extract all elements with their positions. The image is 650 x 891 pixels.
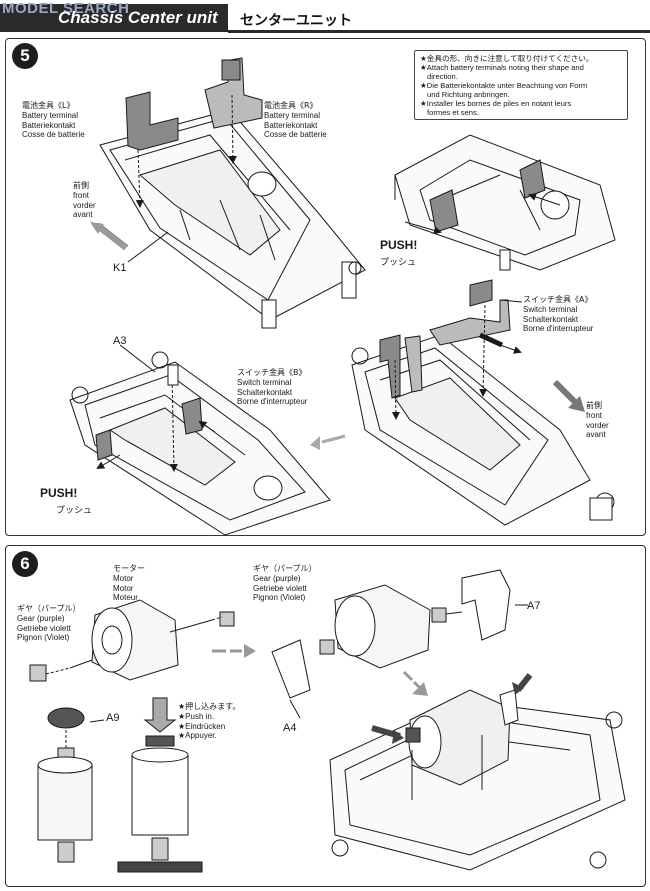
front-direction-label: 前側 front vorder avant — [73, 181, 96, 219]
section-title: Chassis Center unit — [58, 8, 218, 27]
step-5-note: ★金具の形、向きに注意して取り付けてください。 ★Attach battery … — [414, 50, 628, 120]
header-rule — [228, 30, 650, 33]
battery-terminal-r-label: 電池金具《R》 Battery terminal Batteriekontakt… — [264, 101, 327, 139]
push-in-note: ★押し込みます。 ★Push in. ★Eindrücken ★Appuyer. — [178, 702, 241, 740]
motor-drawing-4 — [117, 697, 203, 873]
chassis-drawing-2 — [394, 134, 616, 271]
chassis-drawing-5 — [329, 673, 626, 871]
page-header: MODEL SEARCH Chassis Center unit センターユニッ… — [0, 0, 650, 34]
push-label-top: PUSH! — [380, 238, 418, 252]
switch-terminal-a-label: スイッチ金具《A》 Switch terminal Schalterkontak… — [523, 295, 594, 333]
motor-drawing-1 — [29, 599, 235, 682]
watermark-text: MODEL SEARCH — [2, 0, 130, 17]
chassis-drawing-4 — [69, 344, 331, 536]
switch-terminal-b-label: スイッチ金具《B》 Switch terminal Schalterkontak… — [237, 368, 308, 406]
motor-drawing-3 — [37, 707, 105, 863]
push-label-bottom: PUSH! — [40, 486, 78, 500]
part-a9-label: A9 — [106, 712, 120, 724]
motor-label: モーター Motor Motor Moteur — [113, 564, 145, 602]
step-5-number: 5 — [12, 43, 38, 69]
front-direction-label-2: 前側 front vorder avant — [586, 401, 609, 439]
gear-purple-label-right: ギヤ（パープル） Gear (purple) Getriebe violett … — [253, 564, 317, 602]
battery-terminal-l-label: 電池金具《L》 Battery terminal Batteriekontakt… — [22, 101, 85, 139]
step-6-number: 6 — [12, 551, 38, 577]
chassis-drawing-1 — [90, 57, 366, 329]
transition-arrow-6a — [212, 644, 256, 658]
part-k1-label: K1 — [113, 262, 127, 274]
part-a3-label: A3 — [113, 335, 127, 347]
part-a7-label: A7 — [527, 600, 541, 612]
title-band — [0, 4, 228, 32]
push-jp-label-bottom: プッシュ — [56, 506, 93, 516]
chassis-drawing-3 — [351, 279, 615, 526]
gear-purple-label-left: ギヤ（パープル） Gear (purple) Getriebe violett … — [17, 604, 81, 642]
transition-arrow-5 — [310, 434, 346, 450]
motor-drawing-2 — [271, 569, 528, 719]
push-jp-label-top: プッシュ — [380, 258, 417, 268]
part-a4-label: A4 — [283, 722, 297, 734]
section-title-jp: センターユニット — [240, 13, 352, 29]
transition-arrow-6b — [402, 670, 428, 696]
